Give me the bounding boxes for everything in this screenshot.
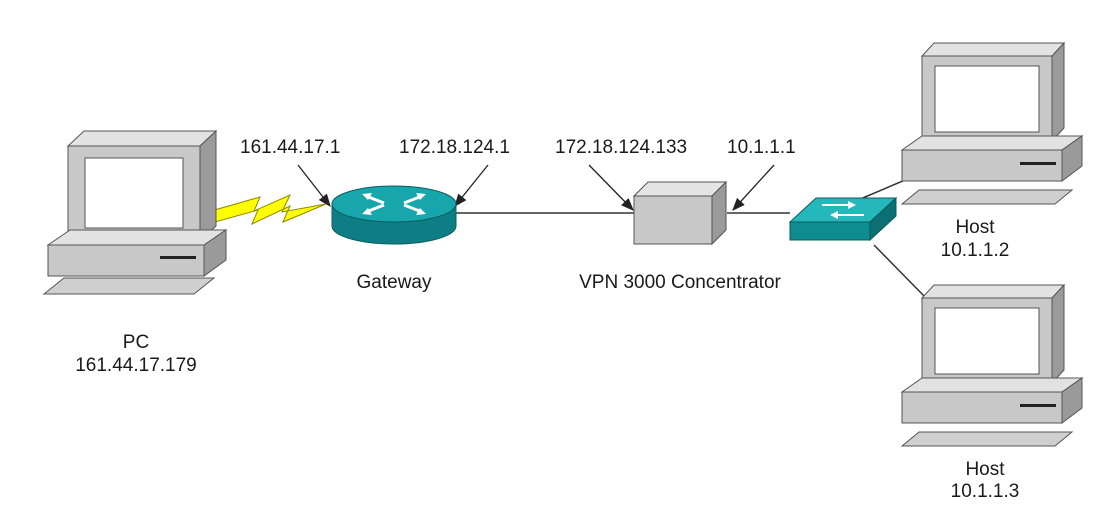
gateway-outside-ip-label: 161.44.17.1: [240, 137, 341, 158]
vpn-concentrator-icon: [632, 180, 728, 246]
gateway-inside-ip-label: 172.18.124.1: [399, 137, 510, 158]
arrow-gateway-outside: [297, 164, 331, 208]
pc-name-label: PC: [122, 332, 150, 353]
switch-icon: [788, 196, 898, 242]
gateway-name-label: Gateway: [356, 272, 432, 293]
arrow-vpn-public: [588, 164, 634, 211]
vpn-name-label: VPN 3000 Concentrator: [579, 272, 781, 293]
arrow-vpn-private: [732, 164, 775, 211]
serial-link-lightning-icon: [203, 193, 327, 226]
vpn-private-ip-label: 10.1.1.1: [727, 137, 796, 158]
host2-name-label: Host: [965, 459, 1005, 480]
ip-pointer-arrows: [297, 164, 775, 211]
arrow-gateway-inside: [454, 164, 489, 208]
gateway-router-icon: [331, 185, 457, 245]
network-links: [203, 179, 929, 301]
link-switch-host2: [873, 244, 929, 301]
host1-ip-label: 10.1.1.2: [940, 240, 1010, 261]
host1-name-label: Host: [955, 217, 995, 238]
vpn-public-ip-label: 172.18.124.133: [555, 137, 688, 158]
pc-computer-icon: [42, 129, 228, 295]
link-switch-host1: [857, 179, 906, 201]
pc-ip-label: 161.44.17.179: [75, 355, 197, 376]
host2-computer-icon: [900, 283, 1084, 447]
host2-ip-label: 10.1.1.3: [950, 481, 1020, 502]
host1-computer-icon: [900, 41, 1084, 205]
